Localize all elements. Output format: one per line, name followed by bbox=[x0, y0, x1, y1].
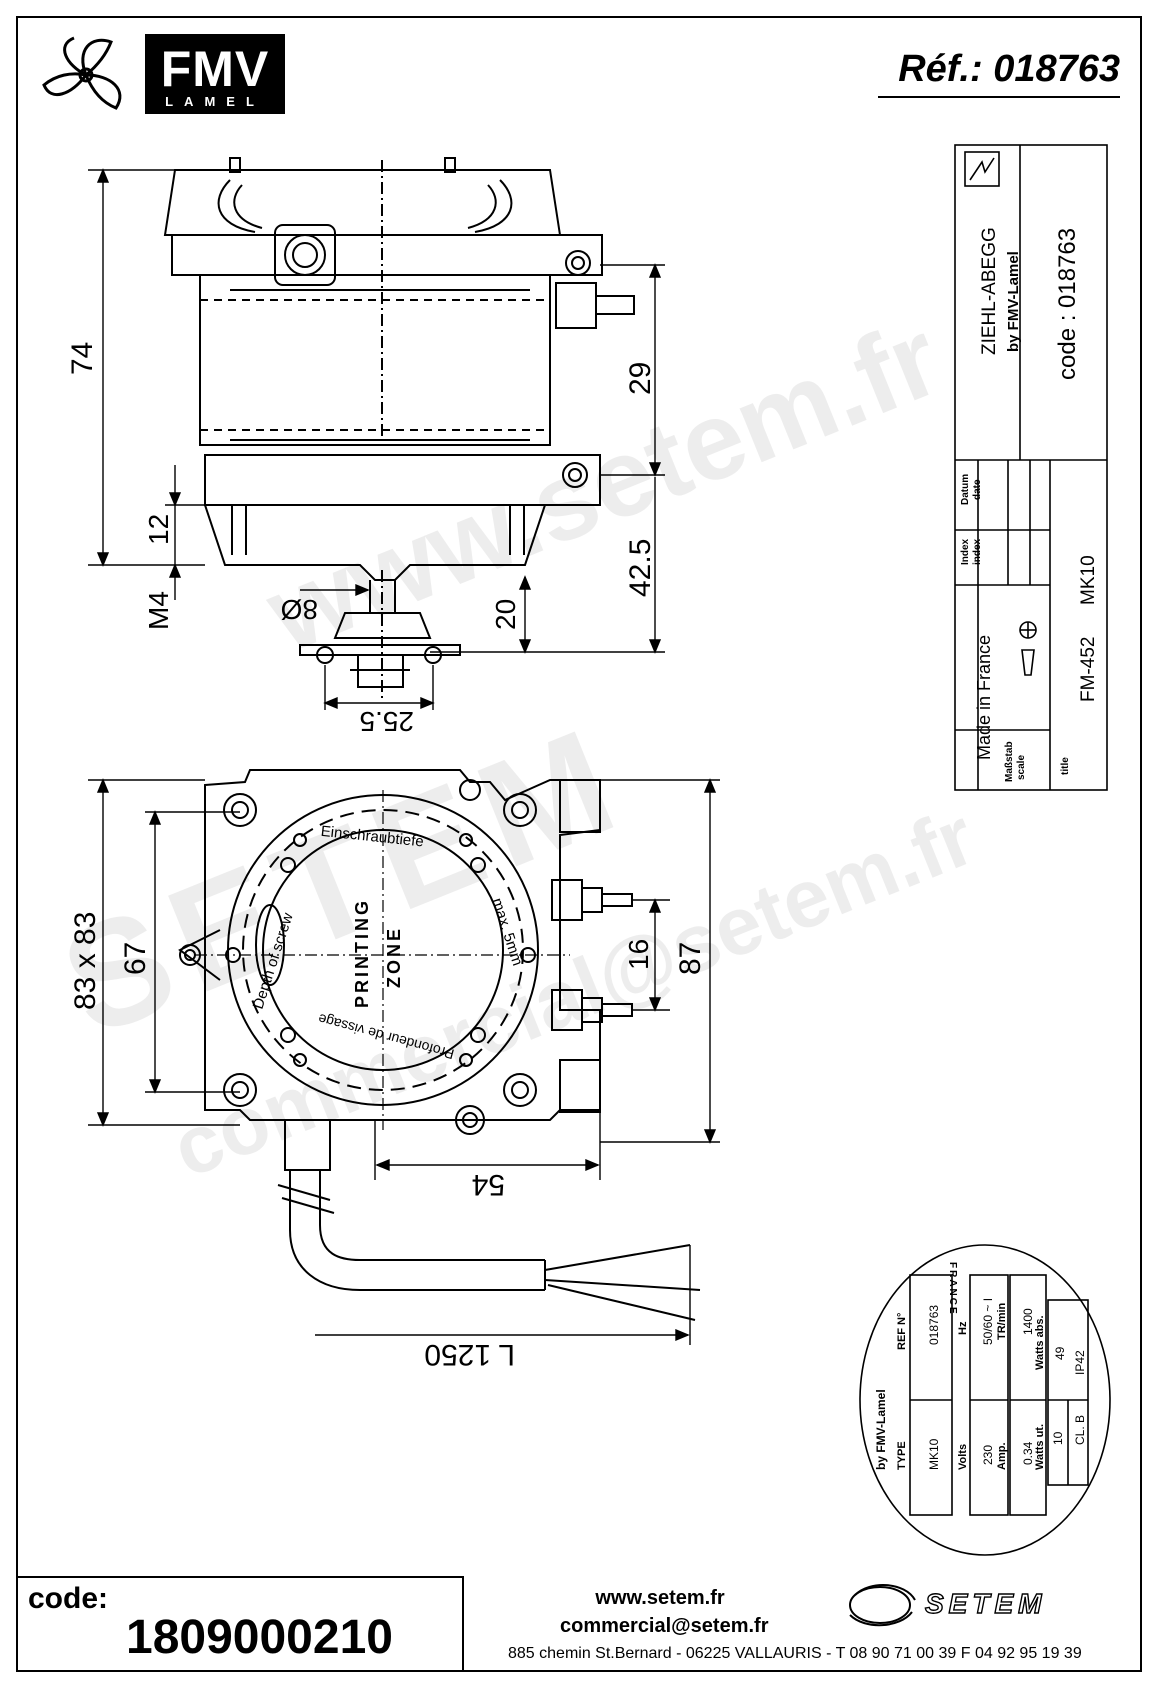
plate-amp-value: 0.34 bbox=[1021, 1441, 1035, 1465]
dim-42-5: 42.5 bbox=[624, 539, 657, 597]
dim-83x83: 83 x 83 bbox=[69, 912, 102, 1010]
plate-ref-value: 018763 bbox=[927, 1305, 941, 1345]
model-text: MK10 bbox=[1078, 555, 1099, 605]
title-label: title bbox=[1060, 757, 1071, 775]
plate-brand: by FMV-Lamel bbox=[874, 1389, 888, 1470]
rating-plate bbox=[859, 1244, 1111, 1556]
dim-l1250: L 1250 bbox=[424, 1338, 515, 1371]
website-link[interactable]: www.setem.fr bbox=[595, 1587, 725, 1609]
contact-block: www.setem.fr commercial@setem.fr bbox=[560, 1584, 769, 1640]
side-view bbox=[163, 157, 635, 700]
index-label-en: index bbox=[972, 538, 983, 565]
date-label: date bbox=[972, 479, 983, 500]
zone-text: ZONE bbox=[384, 926, 404, 988]
plate-volts-value: 230 bbox=[981, 1445, 995, 1465]
dim-67: 67 bbox=[119, 942, 152, 975]
setem-swoosh-icon bbox=[849, 1583, 916, 1627]
setem-logo-text: SETEM bbox=[924, 1587, 1047, 1619]
dim-74: 74 bbox=[66, 342, 99, 375]
brand-ziehl-abegg: ZIEHL-ABEGG bbox=[979, 227, 1000, 355]
brand-by-fmv: by FMV-Lamel bbox=[1005, 251, 1022, 352]
plate-watts-ut-value: 10 bbox=[1051, 1431, 1065, 1445]
code-value: 1809000210 bbox=[126, 1611, 393, 1664]
made-in-text: Made in France bbox=[974, 635, 994, 760]
dim-87: 87 bbox=[674, 942, 707, 975]
drawing-frame bbox=[16, 16, 1142, 1672]
profondeur-text: Profondeur de vissage bbox=[316, 1011, 456, 1063]
fmv-logo: FMV LAMEL bbox=[145, 34, 285, 114]
plate-trmin-value: 1400 bbox=[1021, 1308, 1035, 1335]
code-box bbox=[16, 1576, 464, 1672]
dim-8: 8Ø bbox=[281, 594, 318, 625]
printing-text: PRINTING bbox=[352, 898, 372, 1008]
plate-france: FRANCE bbox=[947, 1262, 958, 1316]
side-view-dimensions bbox=[88, 168, 665, 710]
dim-29: 29 bbox=[624, 362, 657, 395]
plate-cl: CL. B bbox=[1073, 1415, 1087, 1445]
plate-amp-label: Amp. bbox=[996, 1443, 1008, 1471]
plate-watts-ut-label: Watts ut. bbox=[1034, 1424, 1046, 1470]
scale-label: scale bbox=[1016, 755, 1027, 780]
einschraub-text: Einschraubtiefe bbox=[320, 823, 425, 851]
title-block-code: code : 018763 bbox=[1054, 228, 1081, 380]
dim-12: 12 bbox=[143, 514, 174, 545]
plate-type-value: MK10 bbox=[927, 1438, 941, 1470]
email-link[interactable]: commercial@setem.fr bbox=[560, 1615, 769, 1637]
plate-trmin-label: TR/min bbox=[996, 1302, 1008, 1340]
reference-underline bbox=[878, 96, 1120, 98]
logo-text: FMV bbox=[160, 41, 270, 97]
dim-m4: M4 bbox=[143, 591, 174, 630]
dim-54: 54 bbox=[472, 1168, 505, 1201]
massstab-label: Maßstab bbox=[1004, 741, 1015, 782]
front-view bbox=[178, 769, 701, 1321]
plate-watts-abs-label: Watts abs. bbox=[1034, 1315, 1046, 1370]
max-5mm-text: max. 5mm bbox=[488, 896, 526, 968]
reference-number: Réf.: 018763 bbox=[898, 48, 1120, 90]
dim-25-5: 25.5 bbox=[360, 706, 415, 737]
plate-type-label: TYPE bbox=[896, 1441, 908, 1470]
dim-16: 16 bbox=[623, 939, 654, 970]
code-label: code: bbox=[28, 1582, 109, 1615]
dim-20: 20 bbox=[490, 599, 521, 630]
plate-hz-label: Hz bbox=[957, 1321, 969, 1335]
title-value: FM-452 bbox=[1078, 637, 1099, 702]
plate-watts-abs-value: 49 bbox=[1053, 1346, 1067, 1360]
plate-ref-label: REF N° bbox=[896, 1313, 908, 1350]
plate-ip: IP42 bbox=[1073, 1350, 1087, 1375]
plate-hz-value: 50/60 ~ I bbox=[981, 1298, 995, 1345]
index-label: Index bbox=[960, 538, 971, 565]
title-block bbox=[954, 144, 1108, 791]
logo-subtext: LAMEL bbox=[165, 94, 265, 109]
fan-logo-icon bbox=[42, 36, 122, 110]
company-address: 885 chemin St.Bernard - 06225 VALLAURIS … bbox=[508, 1645, 1082, 1662]
front-view-dimensions bbox=[88, 778, 720, 1345]
datum-label: Datum bbox=[960, 474, 971, 505]
plate-volts-label: Volts bbox=[957, 1444, 969, 1470]
